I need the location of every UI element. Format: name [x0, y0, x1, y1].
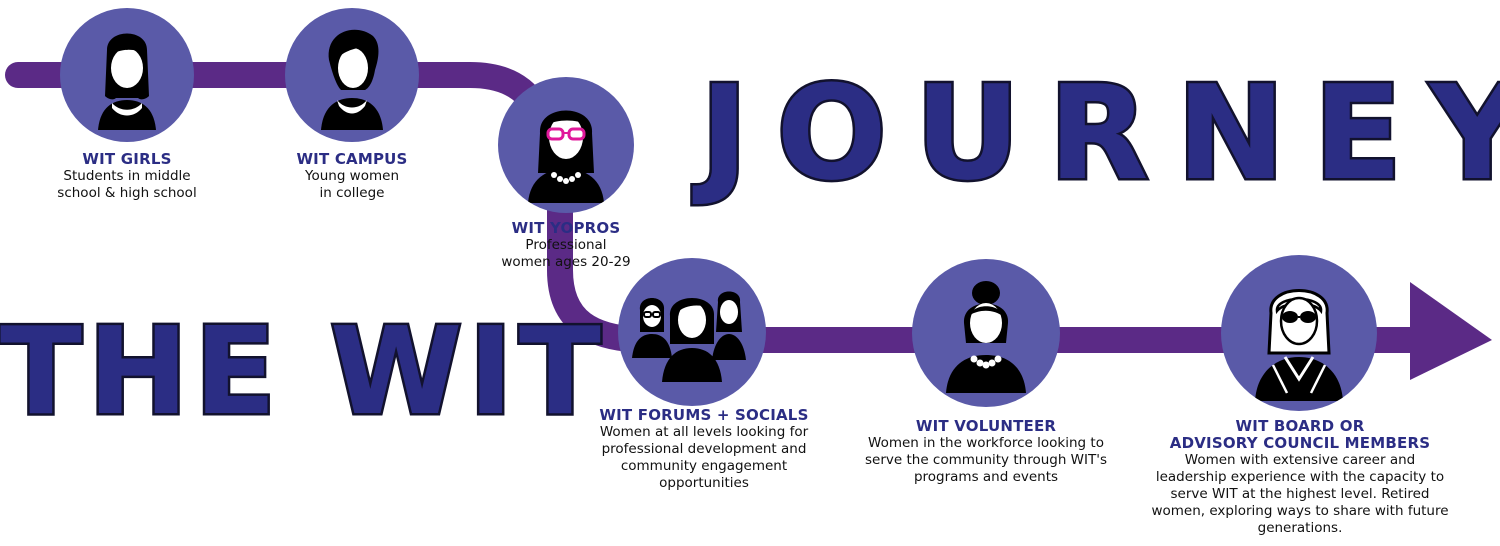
- stage-board-title: WIT BOARD OR: [1235, 417, 1365, 435]
- stage-board-circle: [1221, 255, 1377, 411]
- stage-campus-title: WIT CAMPUS: [296, 150, 408, 168]
- stage-forums-desc-2: professional development and: [601, 441, 807, 457]
- stage-board-desc-5: generations.: [1257, 520, 1343, 536]
- young-woman-silhouette-icon: [321, 29, 383, 130]
- stage-volunteer-circle: [912, 259, 1060, 407]
- stage-girls-circle: [60, 8, 194, 142]
- stage-campus-desc-2: in college: [319, 185, 385, 201]
- stage-volunteer-desc-1: Women in the workforce looking to: [868, 435, 1104, 451]
- stage-board-desc-4: women, exploring ways to share with futu…: [1151, 503, 1449, 519]
- stage-board-label: WIT BOARD OR ADVISORY COUNCIL MEMBERS Wo…: [1130, 418, 1470, 537]
- girl-silhouette-icon: [98, 33, 156, 130]
- journey-arrowhead: [1410, 282, 1492, 380]
- stage-yopros-desc-1: Professional: [525, 237, 607, 253]
- stage-campus-label: WIT CAMPUS Young women in college: [272, 151, 432, 202]
- headline-journey: JOURNEY: [697, 56, 1500, 211]
- woman-with-necklace-icon: [946, 281, 1026, 393]
- stage-girls-label: WIT GIRLS Students in middle school & hi…: [40, 151, 214, 202]
- stage-volunteer-title: WIT VOLUNTEER: [915, 417, 1057, 435]
- stage-forums-circle: [618, 258, 766, 406]
- stage-girls-desc-1: Students in middle: [63, 168, 191, 184]
- stage-board-title-2: ADVISORY COUNCIL MEMBERS: [1169, 434, 1431, 452]
- woman-with-glasses-icon: [528, 110, 604, 203]
- stage-yopros-title: WIT YOPROS: [511, 219, 621, 237]
- group-of-women-icon: [632, 291, 746, 382]
- stage-forums-title: WIT FORUMS + SOCIALS: [599, 406, 809, 424]
- stage-yopros-label: WIT YOPROS Professional women ages 20-29: [476, 220, 656, 271]
- stage-forums-desc-3: community engagement: [620, 458, 788, 474]
- stage-forums-desc-1: Women at all levels looking for: [599, 424, 809, 440]
- stage-campus-desc-1: Young women: [305, 168, 399, 184]
- stage-forums-desc-4: opportunities: [659, 475, 749, 491]
- stage-board-desc-2: leadership experience with the capacity …: [1155, 469, 1445, 485]
- stage-yopros-circle: [498, 77, 634, 213]
- stage-forums-label: WIT FORUMS + SOCIALS Women at all levels…: [570, 407, 838, 492]
- stage-volunteer-desc-3: programs and events: [913, 469, 1059, 485]
- stage-girls-desc-2: school & high school: [57, 185, 197, 201]
- stage-girls-title: WIT GIRLS: [82, 150, 172, 168]
- stage-campus-circle: [285, 8, 419, 142]
- headline-the-wit: THE WIT: [0, 301, 607, 445]
- stage-volunteer-desc-2: serve the community through WIT's: [865, 452, 1107, 468]
- stage-board-desc-1: Women with extensive career and: [1184, 452, 1416, 468]
- stage-board-desc-3: serve WIT at the highest level. Retired: [1170, 486, 1430, 502]
- stage-yopros-desc-2: women ages 20-29: [501, 254, 631, 270]
- stage-volunteer-label: WIT VOLUNTEER Women in the workforce loo…: [846, 418, 1126, 486]
- senior-woman-icon: [1255, 289, 1343, 401]
